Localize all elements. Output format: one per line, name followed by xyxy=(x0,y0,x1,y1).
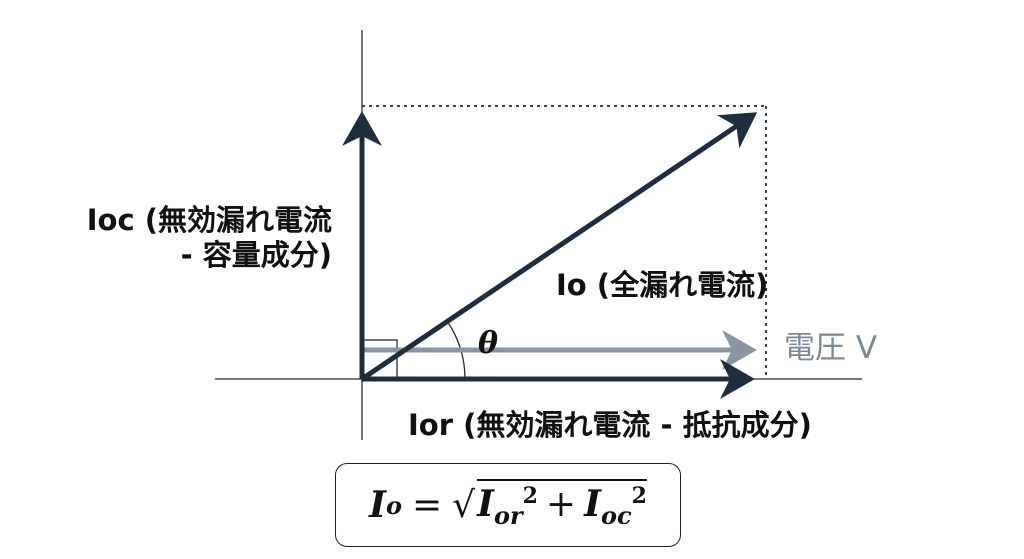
ioc-label-line1: Ioc (無効漏れ電流 xyxy=(86,203,332,237)
ioc-label-line2: - 容量成分) xyxy=(180,237,332,272)
theta-label: θ xyxy=(478,326,499,361)
formula-term1: I xyxy=(477,483,494,526)
formula-sqrt: √ xyxy=(452,484,476,526)
formula-term2-sup: 2 xyxy=(631,483,647,510)
voltage-label: 電圧 V xyxy=(784,330,878,366)
formula-lhs-sub: o xyxy=(385,490,402,520)
io-vector xyxy=(360,112,758,382)
ior-label: Ior (無効漏れ電流 - 抵抗成分) xyxy=(408,408,812,442)
formula-term2: I xyxy=(584,483,601,526)
io-label: Io (全漏れ電流) xyxy=(556,268,769,302)
formula-plus: + xyxy=(545,484,577,526)
formula-equals: = xyxy=(411,484,443,526)
formula-radicand: Ior2+Ioc2 xyxy=(477,479,647,531)
formula-lhs: I xyxy=(369,484,386,526)
formula-term1-sup: 2 xyxy=(522,483,538,510)
formula-term2-sub: oc xyxy=(600,501,632,531)
formula-term1-sub: or xyxy=(493,501,523,531)
ioc-label: Ioc (無効漏れ電流 - 容量成分) xyxy=(87,203,332,273)
